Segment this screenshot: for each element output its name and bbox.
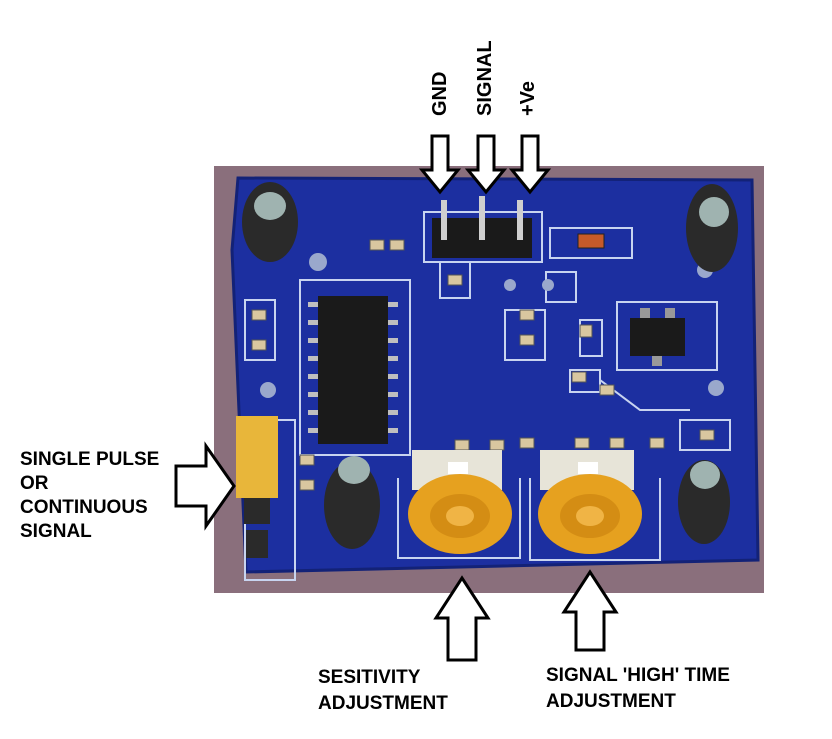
sensitivity-potentiometer <box>408 450 512 554</box>
sensitivity-callout-line1: SESITIVITY <box>318 667 421 688</box>
trigger-callout-line1: SINGLE PULSE <box>20 449 160 470</box>
vcc-label: +Ve <box>517 80 539 116</box>
smd-resistor <box>577 233 605 249</box>
signal-arrow <box>464 134 508 195</box>
capacitors <box>242 182 738 549</box>
voltage-regulator <box>630 308 685 366</box>
trigger-jumper <box>236 416 278 558</box>
time-callout-line1: SIGNAL 'HIGH' TIME <box>546 665 730 686</box>
time-callout-line2: ADJUSTMENT <box>546 691 676 712</box>
header-pins <box>432 196 532 258</box>
sensitivity-arrow <box>433 575 491 662</box>
gnd-label: GND <box>429 71 451 116</box>
smd-components <box>251 239 715 491</box>
gnd-arrow <box>418 134 462 195</box>
trigger-callout-line3: CONTINUOUS <box>20 497 148 518</box>
jumper-arrow <box>174 441 236 531</box>
trigger-callout-line2: OR <box>20 473 49 494</box>
time-potentiometer <box>538 450 642 554</box>
time-arrow <box>561 569 619 652</box>
signal-label: SIGNAL <box>474 40 496 116</box>
sensitivity-callout-line2: ADJUSTMENT <box>318 693 448 714</box>
ic-chip <box>308 296 398 444</box>
pin-arrows <box>418 134 552 195</box>
vcc-arrow <box>508 134 552 195</box>
trigger-callout-line4: SIGNAL <box>20 521 92 542</box>
